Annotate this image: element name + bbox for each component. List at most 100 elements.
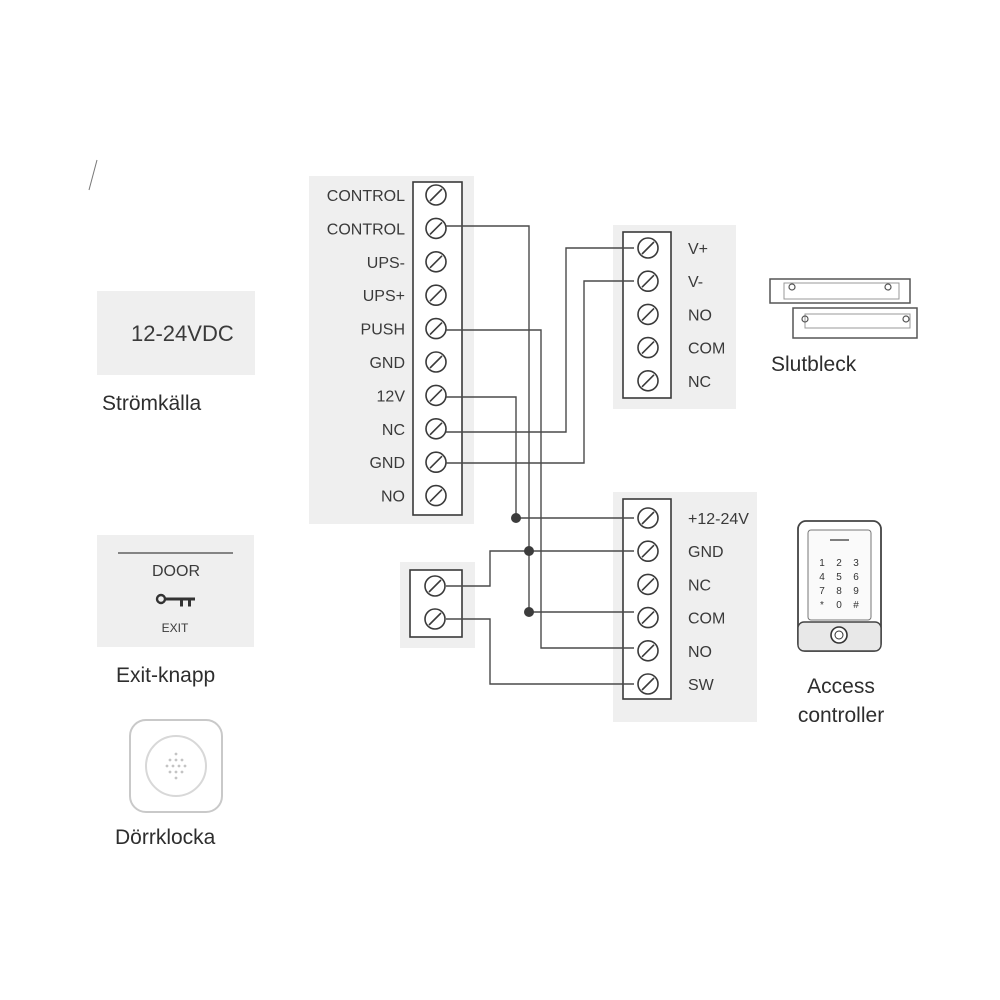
lock-terminal: NO	[637, 303, 712, 326]
lock-terminal: V-	[637, 270, 703, 293]
lock-block: V+ V- NO COM NC	[613, 225, 736, 409]
screw-slot	[641, 241, 655, 255]
reader-terminal: +12-24V	[637, 507, 749, 529]
doorbell: Dörrklocka	[115, 719, 223, 849]
screw-slot	[641, 511, 655, 525]
keypad-key: 0	[836, 600, 842, 611]
screw-slot	[429, 422, 443, 436]
exit-button-exit-text: EXIT	[162, 621, 189, 635]
keypad-key: 3	[853, 558, 859, 569]
wire-exit-1-to-reader-gnd	[446, 550, 634, 587]
keypad-key: 2	[836, 558, 842, 569]
access-controller-caption-2: controller	[798, 704, 884, 727]
keypad-key: 6	[853, 572, 859, 583]
keypad-key: *	[820, 600, 824, 611]
lock-terminal: NC	[637, 369, 711, 392]
controller-terminal-label: PUSH	[361, 322, 405, 339]
reader-terminal-label: NO	[688, 644, 712, 661]
doorbell-body	[129, 719, 223, 813]
power-supply-caption: Strömkälla	[102, 392, 202, 415]
junction-dot	[524, 607, 534, 617]
screw-slot	[641, 644, 655, 658]
wire-control-to-reader-com	[446, 225, 634, 613]
controller-terminal-label: NO	[381, 489, 405, 506]
wire-12v-to-reader-power	[446, 396, 634, 519]
stray-mark	[88, 159, 98, 191]
screw-slot	[429, 455, 443, 469]
reader-terminal: NC	[637, 573, 711, 596]
controller-terminal: UPS+	[363, 284, 447, 307]
exit-terminal-block	[400, 562, 475, 648]
speaker-icon	[165, 752, 187, 780]
screw-slot	[429, 355, 443, 369]
lock-terminal-label: V+	[688, 241, 708, 258]
screw-slot	[429, 388, 443, 402]
controller-terminal-label: 12V	[377, 388, 406, 405]
lock-terminal-label: NC	[688, 374, 711, 391]
wire-gnd-to-lock-vminus	[446, 280, 634, 464]
controller-terminal: PUSH	[361, 317, 447, 340]
lock-terminal: V+	[637, 237, 708, 259]
exit-button-caption: Exit-knapp	[116, 664, 215, 687]
screw-slot	[429, 188, 443, 202]
screw-slot	[429, 489, 443, 503]
controller-terminal-label: UPS+	[363, 288, 405, 305]
controller-terminal: NC	[382, 417, 447, 440]
lock-terminal-label: NO	[688, 307, 712, 324]
keypad-key: #	[853, 600, 859, 611]
strike-lock-caption: Slutbleck	[771, 353, 857, 376]
exit-terminal-screw-2	[424, 608, 446, 630]
controller-terminal: NO	[381, 484, 447, 507]
junction-dot	[511, 513, 521, 523]
keypad-key: 9	[853, 586, 859, 597]
controller-terminal: GND	[369, 351, 447, 373]
reader-block: +12-24V GND NC COM NO SW	[613, 492, 757, 722]
wire-exit-2-to-reader-sw	[446, 618, 634, 685]
reader-terminal-label: GND	[688, 544, 724, 561]
lock-terminal: COM	[637, 336, 725, 359]
power-supply: 12-24VDC Strömkälla	[97, 291, 255, 415]
screw-slot	[641, 577, 655, 591]
access-controller-caption-1: Access	[807, 675, 875, 698]
keypad-key: 5	[836, 572, 842, 583]
screw-slot	[641, 544, 655, 558]
reader-terminal-label: COM	[688, 611, 725, 628]
controller-terminal-label: CONTROL	[327, 221, 405, 238]
screw-slot	[429, 288, 443, 302]
exit-button: DOOR EXIT Exit-knapp	[97, 535, 254, 687]
controller-terminal-label: NC	[382, 422, 405, 439]
controller-terminal-label: GND	[369, 455, 405, 472]
power-supply-label: 12-24VDC	[131, 321, 234, 346]
keypad-key: 8	[836, 586, 842, 597]
controller-terminal-label: GND	[369, 355, 405, 372]
lock-terminal-label: V-	[688, 274, 703, 291]
controller-terminal-label: CONTROL	[327, 188, 405, 205]
wires	[446, 225, 634, 685]
reader-terminal-label: SW	[688, 677, 715, 694]
keypad-key: 4	[819, 572, 825, 583]
screw-slot	[641, 677, 655, 691]
reader-terminal-label: +12-24V	[688, 511, 749, 528]
strike-lock: Slutbleck	[769, 278, 918, 376]
reader-terminal-label: NC	[688, 577, 711, 594]
wire-nc-to-lock-vplus	[446, 247, 634, 433]
reader-terminal: COM	[637, 606, 725, 629]
keypad-key: 1	[819, 558, 825, 569]
reader-terminal: SW	[637, 673, 715, 695]
screw-slot	[641, 341, 655, 355]
doorbell-ring	[145, 735, 207, 797]
screw-slot	[641, 307, 655, 321]
keypad-device-icon	[797, 520, 882, 652]
exit-button-plate	[97, 535, 254, 647]
controller-terminal: CONTROL	[327, 184, 447, 206]
screw-slot	[641, 611, 655, 625]
screw-slot	[429, 221, 443, 235]
controller-terminal: GND	[369, 451, 447, 474]
power-supply-box	[97, 291, 255, 375]
controller-terminal: 12V	[377, 384, 447, 407]
controller-terminal: CONTROL	[327, 217, 447, 240]
doorbell-caption: Dörrklocka	[115, 826, 216, 849]
exit-button-door-text: DOOR	[152, 563, 200, 580]
